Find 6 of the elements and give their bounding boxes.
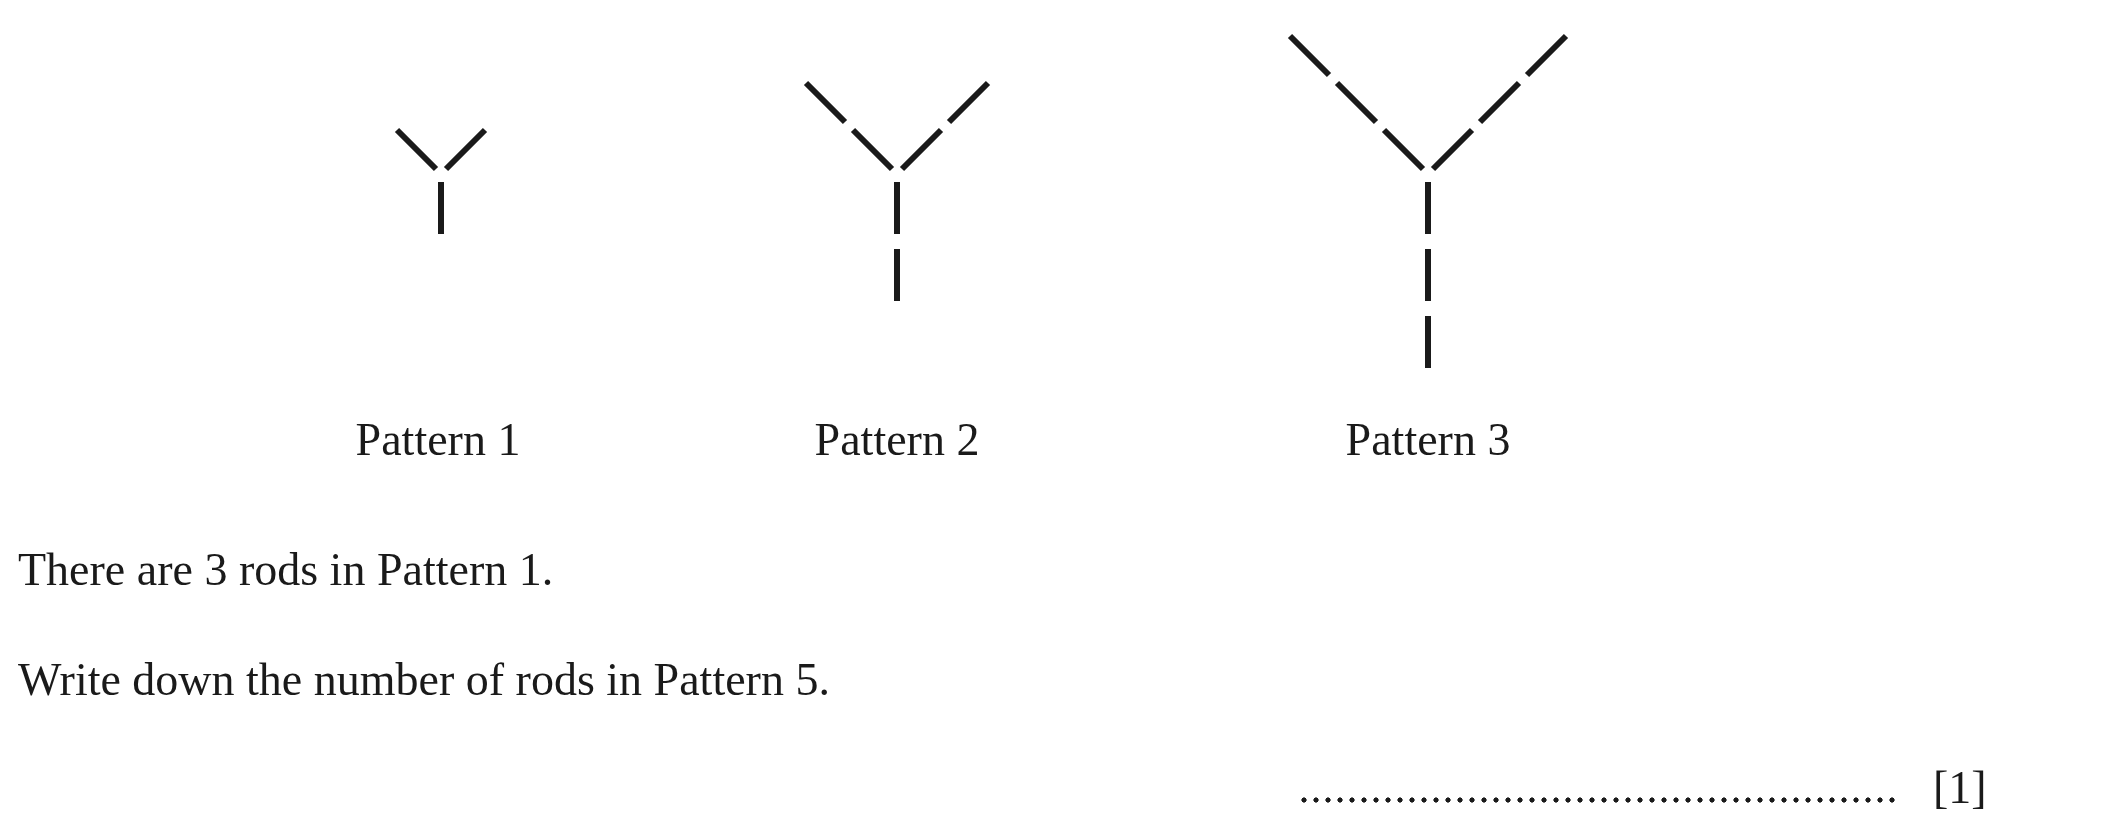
question-text: Write down the number of rods in Pattern 5. <box>18 654 830 707</box>
pattern-caption: Pattern 2 <box>814 414 980 467</box>
pattern-caption: Pattern 1 <box>355 414 521 467</box>
pattern-caption: Pattern 3 <box>1345 414 1511 467</box>
question-text: There are 3 rods in Pattern 1. <box>18 544 554 597</box>
mark-allocation: [1] <box>1933 762 1987 815</box>
